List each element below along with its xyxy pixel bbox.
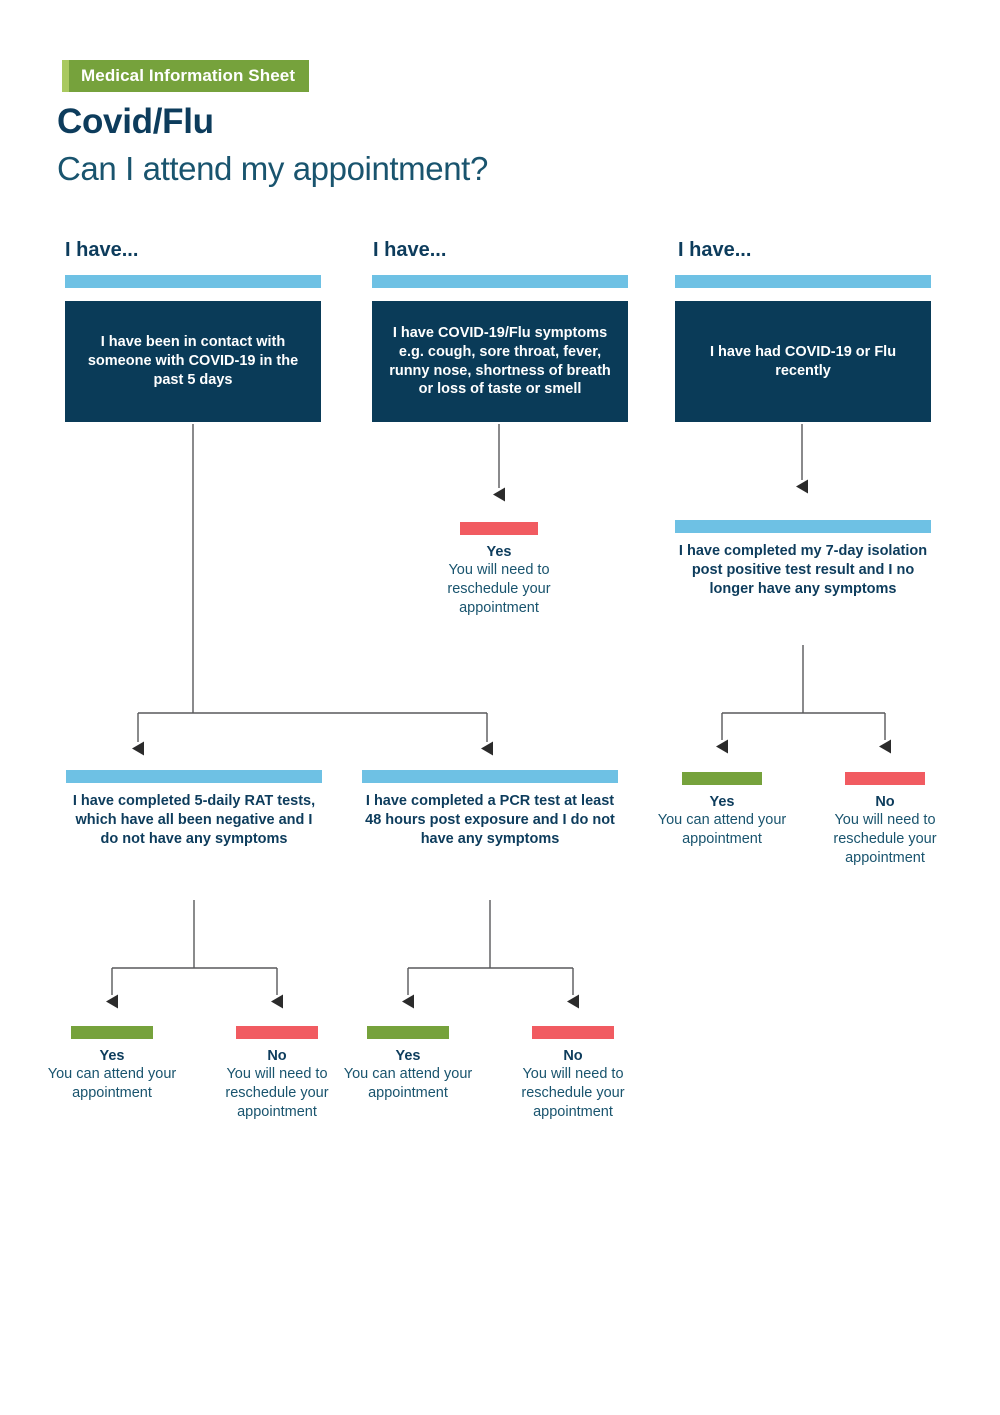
- question-box: I have COVID-19/Flu symptoms e.g. cough,…: [372, 301, 628, 422]
- column-heading-3: I have...: [678, 239, 752, 261]
- badge-accent-bar: [62, 60, 69, 92]
- outcome-body: You can attend your appointment: [47, 1066, 177, 1101]
- node-c1-rat-yes: Yes You can attend your appointment: [33, 1026, 191, 1103]
- outcome-body: You can attend your appointment: [343, 1066, 473, 1101]
- accent-bar-blue: [675, 275, 931, 288]
- accent-bar-red: [236, 1026, 318, 1039]
- node-c3-yes: Yes You can attend your appointment: [643, 772, 801, 849]
- outcome-body: You will need to reschedule your appoint…: [833, 812, 937, 866]
- accent-bar-blue: [675, 520, 931, 533]
- badge-label: Medical Information Sheet: [81, 66, 296, 85]
- outcome-body: You will need to reschedule your appoint…: [225, 1066, 329, 1120]
- accent-bar-green: [71, 1026, 153, 1039]
- question-text: I have been in contact with someone with…: [87, 334, 299, 388]
- node-c3-no: No You will need to reschedule your appo…: [806, 772, 964, 868]
- outcome-body: You will need to reschedule your appoint…: [447, 562, 551, 616]
- node-c1-start: I have been in contact with someone with…: [65, 275, 321, 422]
- accent-bar-red: [532, 1026, 614, 1039]
- accent-bar-green: [367, 1026, 449, 1039]
- outcome-body: You can attend your appointment: [657, 812, 787, 847]
- node-c3-statement: I have completed my 7-day isolation post…: [675, 520, 931, 599]
- accent-bar-blue: [362, 770, 618, 783]
- node-c1-pcr-yes: Yes You can attend your appointment: [329, 1026, 487, 1103]
- node-c1-rat: I have completed 5-daily RAT tests, whic…: [66, 770, 322, 849]
- outcome-title: Yes: [395, 1048, 421, 1064]
- node-c3-start: I have had COVID-19 or Flu recently: [675, 275, 931, 422]
- node-c1-rat-no: No You will need to reschedule your appo…: [198, 1026, 356, 1122]
- accent-bar-blue: [372, 275, 628, 288]
- outcome-title: No: [875, 794, 895, 810]
- accent-bar-red: [460, 522, 538, 535]
- page-title: Covid/Flu: [57, 102, 214, 141]
- statement-text: I have completed 5-daily RAT tests, whic…: [72, 793, 316, 848]
- question-text: I have had COVID-19 or Flu recently: [709, 343, 897, 379]
- column-heading-1: I have...: [65, 239, 139, 261]
- outcome-body: You will need to reschedule your appoint…: [521, 1066, 625, 1120]
- outcome-title: Yes: [486, 544, 512, 560]
- accent-bar-green: [682, 772, 762, 785]
- badge-box: Medical Information Sheet: [69, 60, 310, 92]
- outcome-title: Yes: [709, 794, 735, 810]
- accent-bar-blue: [66, 770, 322, 783]
- page-subtitle: Can I attend my appointment?: [57, 150, 488, 187]
- statement-text: I have completed a PCR test at least 48 …: [365, 793, 615, 848]
- node-c2-outcome: Yes You will need to reschedule your app…: [420, 522, 578, 618]
- node-c2-start: I have COVID-19/Flu symptoms e.g. cough,…: [372, 275, 628, 422]
- accent-bar-blue: [65, 275, 321, 288]
- outcome-title: No: [563, 1048, 583, 1064]
- question-text: I have COVID-19/Flu symptoms e.g. cough,…: [389, 324, 611, 398]
- question-box: I have been in contact with someone with…: [65, 301, 321, 422]
- outcome-title: No: [267, 1048, 287, 1064]
- column-heading-2: I have...: [373, 239, 447, 261]
- node-c1-pcr: I have completed a PCR test at least 48 …: [362, 770, 618, 849]
- statement-text: I have completed my 7-day isolation post…: [678, 543, 928, 598]
- node-c1-pcr-no: No You will need to reschedule your appo…: [494, 1026, 652, 1122]
- question-box: I have had COVID-19 or Flu recently: [675, 301, 931, 422]
- accent-bar-red: [845, 772, 925, 785]
- document-type-badge: Medical Information Sheet: [62, 60, 310, 92]
- outcome-title: Yes: [99, 1048, 125, 1064]
